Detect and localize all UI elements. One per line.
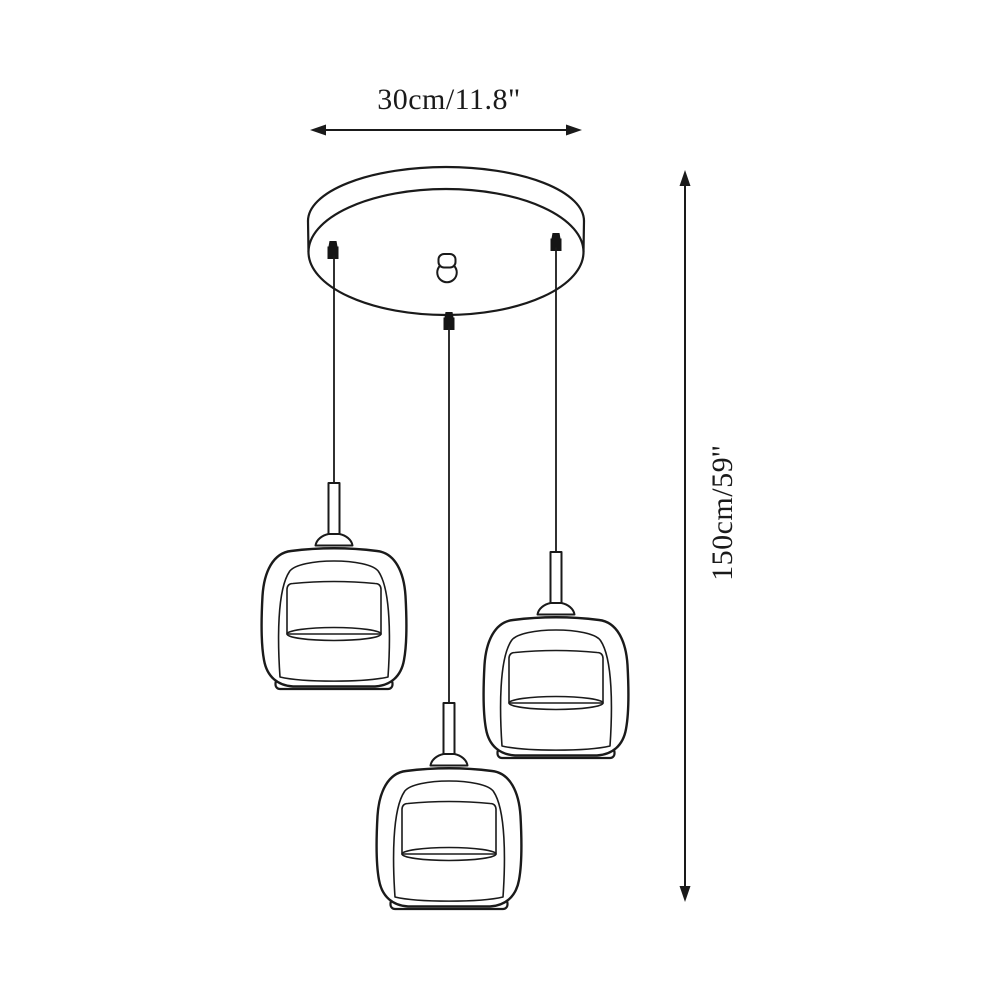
canopy-mounting-hole — [436, 253, 458, 284]
arrow-head-right — [566, 124, 582, 136]
height-dimension-arrow — [679, 170, 691, 902]
arrow-head-bottom — [679, 886, 691, 902]
height-dimension-label: 150cm/59'' — [706, 445, 739, 581]
pendant-left — [260, 481, 408, 691]
canopy-top-rim — [306, 165, 586, 223]
pendant-right — [482, 550, 630, 760]
width-dimension-arrow — [310, 124, 582, 136]
cord-grip-left — [327, 241, 339, 259]
arrow-head-left — [310, 124, 326, 136]
arrow-head-top — [679, 170, 691, 186]
canopy-bottom-face — [307, 187, 585, 317]
ceiling-canopy — [306, 165, 586, 330]
width-dimension-label: 30cm/11.8" — [377, 83, 521, 116]
